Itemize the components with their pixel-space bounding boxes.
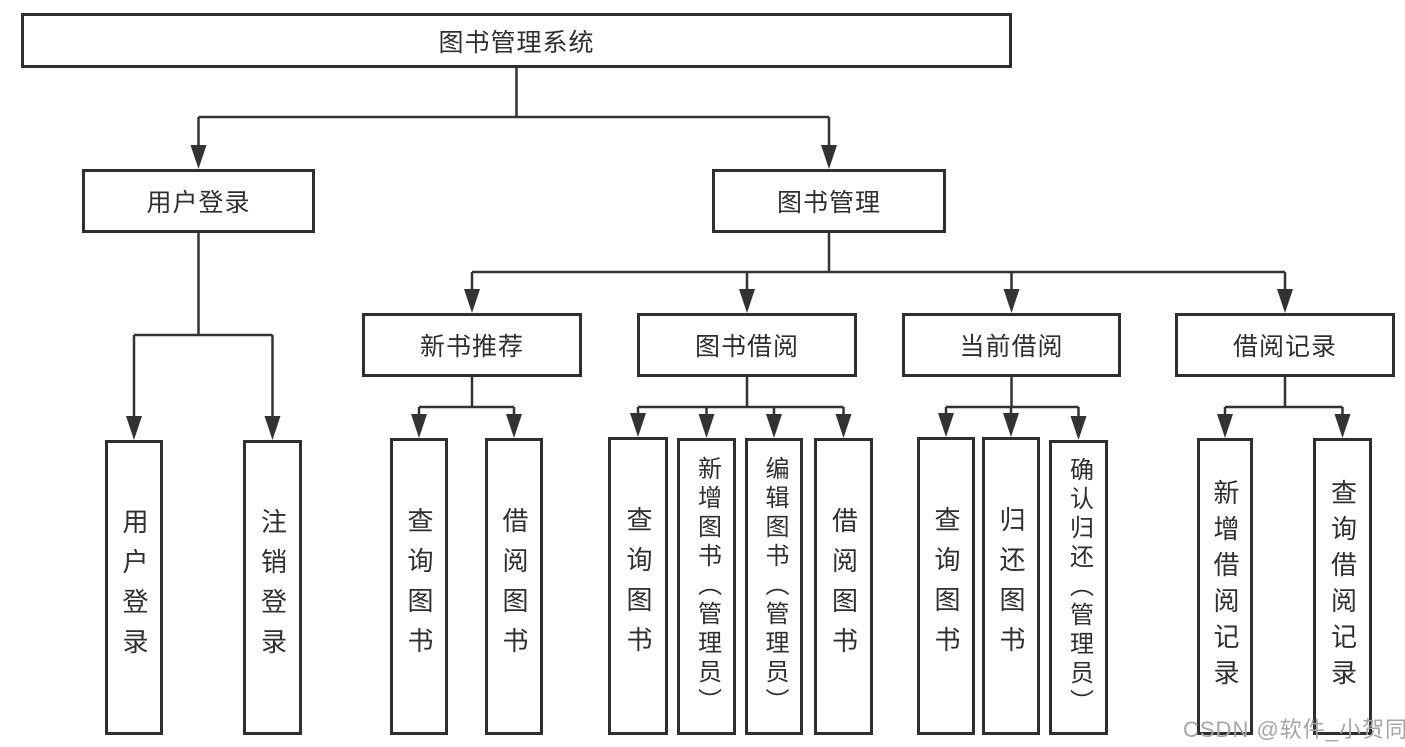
node-label: 图书管理 xyxy=(776,189,881,217)
arrowhead xyxy=(1003,413,1019,437)
node-label: 借阅记录 xyxy=(1232,333,1337,361)
node-label: 图书借阅 xyxy=(694,333,799,361)
node-new-book-rec: 新书推荐 xyxy=(362,313,582,377)
node-label: 查询图书 xyxy=(623,506,653,666)
arrowhead xyxy=(1277,289,1293,313)
arrowhead xyxy=(1334,414,1351,438)
node-label: 新增借阅记录 xyxy=(1210,478,1240,695)
node-label: 查询借阅记录 xyxy=(1327,478,1358,695)
node-borrow-record: 借阅记录 xyxy=(1175,313,1395,377)
node-label: 新增图书（管理员） xyxy=(693,456,721,717)
arrowhead xyxy=(264,416,281,440)
node-br-query: 查询借阅记录 xyxy=(1313,438,1372,735)
node-label: 归还图书 xyxy=(996,506,1026,666)
node-label: 图书管理系统 xyxy=(438,28,595,57)
node-label: 确认归还（管理员） xyxy=(1065,457,1093,718)
node-label: 借阅图书 xyxy=(828,506,859,667)
node-label: 注销登录 xyxy=(257,507,288,668)
arrowhead xyxy=(190,145,207,169)
node-bb-query: 查询图书 xyxy=(608,437,668,735)
arrowhead xyxy=(938,413,954,437)
arrowhead xyxy=(766,414,782,438)
node-bb-borrow: 借阅图书 xyxy=(814,438,873,735)
node-bb-edit: 编辑图书（管理员） xyxy=(745,438,803,735)
node-login-action: 用户登录 xyxy=(105,440,163,735)
node-label: 查询图书 xyxy=(404,506,434,667)
node-logout-action: 注销登录 xyxy=(243,440,302,735)
node-cb-return: 归还图书 xyxy=(982,437,1040,735)
node-label: 当前借阅 xyxy=(959,333,1064,361)
arrowhead xyxy=(739,289,755,313)
node-book-mgmt: 图书管理 xyxy=(712,169,946,233)
arrowhead xyxy=(1217,414,1233,438)
node-label: 编辑图书（管理员） xyxy=(761,456,788,717)
node-label: 用户登录 xyxy=(119,507,149,668)
node-cb-query: 查询图书 xyxy=(917,437,975,735)
arrowhead xyxy=(698,414,715,438)
arrowhead xyxy=(1070,416,1087,440)
node-label: 借阅图书 xyxy=(499,506,529,667)
node-cb-confirm: 确认归还（管理员） xyxy=(1049,440,1108,735)
arrowhead xyxy=(821,145,837,169)
arrowhead xyxy=(126,416,142,440)
arrowhead xyxy=(411,414,427,438)
arrowhead xyxy=(506,414,522,438)
node-label: 用户登录 xyxy=(146,189,251,217)
node-label: 查询图书 xyxy=(931,506,961,666)
node-user-login: 用户登录 xyxy=(82,169,315,233)
node-br-add: 新增借阅记录 xyxy=(1197,438,1253,735)
node-nb-borrow: 借阅图书 xyxy=(485,438,543,735)
node-label: 新书推荐 xyxy=(419,333,524,361)
arrowhead xyxy=(835,414,852,438)
node-nb-query: 查询图书 xyxy=(390,438,448,735)
arrowhead xyxy=(464,289,480,313)
node-bb-add: 新增图书（管理员） xyxy=(677,438,736,735)
node-current-borrow: 当前借阅 xyxy=(902,313,1121,377)
node-root: 图书管理系统 xyxy=(21,13,1012,68)
node-book-borrow: 图书借阅 xyxy=(637,313,857,377)
watermark: CSDN @软件_小贺同学 xyxy=(1183,717,1405,742)
arrowhead xyxy=(630,413,646,437)
arrowhead xyxy=(1003,289,1020,313)
